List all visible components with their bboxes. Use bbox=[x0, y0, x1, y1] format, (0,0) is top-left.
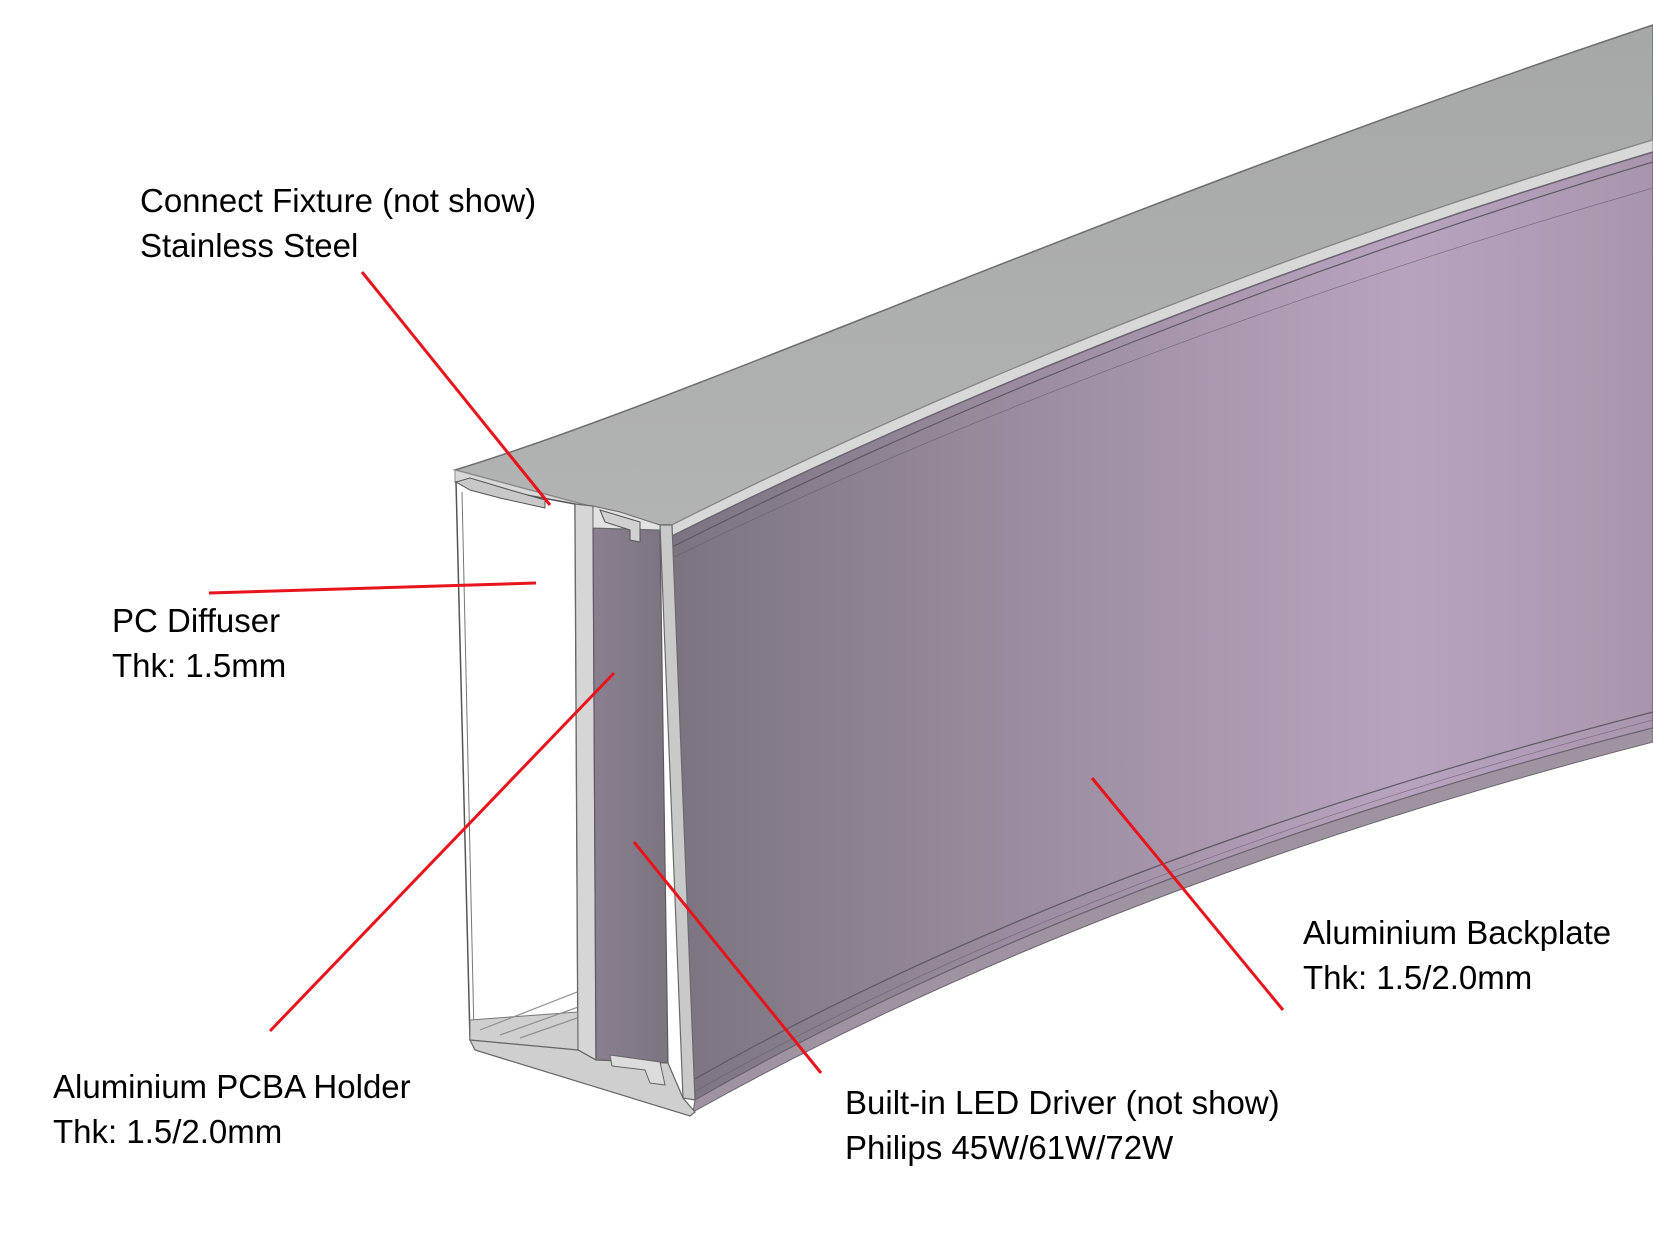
callout-connect-fixture: Connect Fixture (not show) Stainless Ste… bbox=[140, 178, 536, 268]
panel-groove-top-2 bbox=[673, 187, 1653, 558]
callout-backplate-line1: Aluminium Backplate bbox=[1303, 914, 1612, 951]
leader-pc-diffuser bbox=[208, 581, 537, 595]
callout-led-driver-line1: Built-in LED Driver (not show) bbox=[845, 1084, 1280, 1121]
leader-backplate bbox=[1090, 777, 1285, 1011]
panel-groove-top bbox=[671, 161, 1653, 548]
diffuser-chamber bbox=[455, 481, 579, 1051]
callout-pcba-holder-line1: Aluminium PCBA Holder bbox=[53, 1068, 411, 1105]
leader-connect-fixture bbox=[360, 271, 552, 506]
leader-led-driver bbox=[632, 841, 823, 1074]
panel-groove-bottom bbox=[692, 711, 1653, 1081]
leader-lines bbox=[208, 271, 1285, 1074]
callout-pc-diffuser: PC Diffuser Thk: 1.5mm bbox=[112, 598, 286, 688]
bottom-clip bbox=[609, 1054, 666, 1086]
top-clip-right bbox=[599, 509, 641, 543]
top-clip-left bbox=[454, 477, 546, 509]
leader-pcba-holder bbox=[268, 671, 616, 1033]
callout-backplate: Aluminium Backplate Thk: 1.5/2.0mm bbox=[1303, 910, 1611, 1000]
callout-connect-fixture-line2: Stainless Steel bbox=[140, 227, 359, 264]
callout-backplate-line2: Thk: 1.5/2.0mm bbox=[1303, 959, 1533, 996]
bottom-base bbox=[468, 1039, 696, 1117]
driver-chamber bbox=[592, 527, 669, 1064]
callout-led-driver: Built-in LED Driver (not show) Philips 4… bbox=[845, 1080, 1280, 1170]
panel-groove-bottom-2 bbox=[693, 719, 1653, 1093]
right-frame-wall bbox=[659, 524, 696, 1101]
callout-pcba-holder: Aluminium PCBA Holder Thk: 1.5/2.0mm bbox=[53, 1064, 411, 1154]
callout-led-driver-line2: Philips 45W/61W/72W bbox=[845, 1129, 1174, 1166]
callout-pcba-holder-line2: Thk: 1.5/2.0mm bbox=[53, 1113, 283, 1150]
profile-bottom-lip bbox=[692, 727, 1653, 1113]
callout-connect-fixture-line1: Connect Fixture (not show) bbox=[140, 182, 537, 219]
callout-pc-diffuser-line1: PC Diffuser bbox=[112, 602, 281, 639]
callout-pc-diffuser-line2: Thk: 1.5mm bbox=[112, 647, 287, 684]
diffuser-inner-line bbox=[461, 491, 475, 1035]
